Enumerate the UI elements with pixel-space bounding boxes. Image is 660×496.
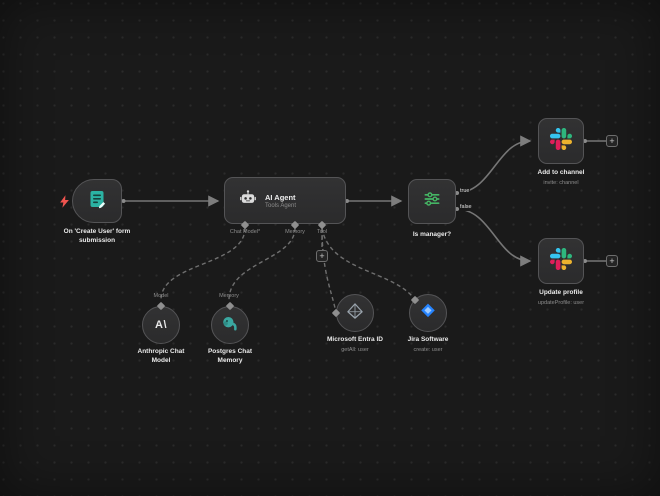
postgres-label-line2: Memory [217, 356, 243, 364]
ai-agent-text: AI Agent Tools Agent [265, 193, 296, 209]
postgres-icon [220, 313, 240, 338]
jira-caption: Jira Software create: user [388, 336, 468, 354]
port-label-tool: Tool [316, 229, 328, 235]
slack-add-caption: Add to channel invite: channel [513, 169, 609, 187]
slack-update-label: Update profile [539, 289, 583, 296]
node-form-trigger[interactable] [60, 179, 122, 223]
node-ai-agent[interactable]: AI Agent Tools Agent [224, 177, 346, 224]
slack-icon [550, 128, 572, 155]
add-tool-button[interactable]: + [316, 250, 328, 262]
wire-agent-to-jira[interactable] [321, 227, 413, 297]
anthropic-icon: A\ [155, 319, 167, 331]
add-node-after-slack-update-button[interactable]: + [606, 255, 618, 267]
output-port-slack-add[interactable] [583, 139, 587, 143]
wire-if-false-to-slack-update[interactable] [455, 208, 532, 267]
output-port-if-true[interactable] [455, 191, 459, 195]
node-jira-software[interactable] [409, 294, 447, 332]
output-label-false: false [459, 204, 473, 211]
add-node-after-slack-add-button[interactable]: + [606, 135, 618, 147]
anthropic-port-label: Model [153, 293, 169, 299]
node-is-manager[interactable] [408, 179, 456, 224]
entra-label: Microsoft Entra ID [327, 336, 383, 343]
form-trigger-label-line1: On 'Create User' form [63, 228, 131, 235]
filter-icon [422, 189, 442, 214]
robot-icon [239, 189, 257, 212]
entra-subtitle: getAll: user [341, 346, 369, 353]
output-port-trigger[interactable] [121, 199, 126, 203]
jira-label: Jira Software [407, 336, 449, 343]
output-port-if-false[interactable] [455, 207, 459, 211]
node-slack-add-to-channel[interactable] [538, 118, 584, 164]
anthropic-label-line1: Anthropic Chat [137, 348, 185, 355]
entra-caption: Microsoft Entra ID getAll: user [311, 336, 399, 354]
output-port-slack-update[interactable] [583, 259, 587, 263]
slack-update-caption: Update profile updateProfile: user [513, 289, 609, 307]
entra-id-icon [346, 302, 364, 325]
wire-agent-to-anthropic[interactable] [160, 227, 246, 301]
form-trigger-label-line2: submission [78, 236, 116, 244]
slack-add-label: Add to channel [537, 169, 585, 176]
form-trigger-label: On 'Create User' form submission [37, 228, 157, 246]
node-slack-update-profile[interactable] [538, 238, 584, 284]
wire-agent-to-entra[interactable] [321, 227, 336, 309]
jira-icon [419, 302, 437, 325]
output-label-true: true [459, 188, 471, 195]
output-port-agent[interactable] [345, 199, 349, 203]
postgres-caption: Postgres Chat Memory [190, 348, 270, 366]
node-anthropic-chat-model[interactable]: A\ [142, 306, 180, 344]
ai-agent-subtitle: Tools Agent [265, 202, 297, 209]
is-manager-label: Is manager? [412, 231, 452, 238]
slack-icon [550, 248, 572, 275]
node-microsoft-entra-id[interactable] [336, 294, 374, 332]
postgres-port-label: Memory [219, 293, 239, 299]
wire-agent-to-postgres[interactable] [228, 227, 296, 301]
port-label-memory: Memory [285, 229, 305, 235]
form-icon [87, 189, 107, 214]
anthropic-label-line2: Model [151, 356, 171, 364]
port-label-chat-model: Chat Model* [229, 229, 261, 235]
slack-add-subtitle: invite: channel [543, 179, 579, 186]
trigger-bolt-icon [57, 194, 72, 209]
ai-agent-title: AI Agent [265, 192, 296, 202]
jira-subtitle: create: user [413, 346, 443, 353]
slack-update-subtitle: updateProfile: user [537, 299, 585, 306]
anthropic-caption: Anthropic Chat Model [121, 348, 201, 366]
postgres-label-line1: Postgres Chat [207, 348, 253, 355]
node-postgres-chat-memory[interactable] [211, 306, 249, 344]
